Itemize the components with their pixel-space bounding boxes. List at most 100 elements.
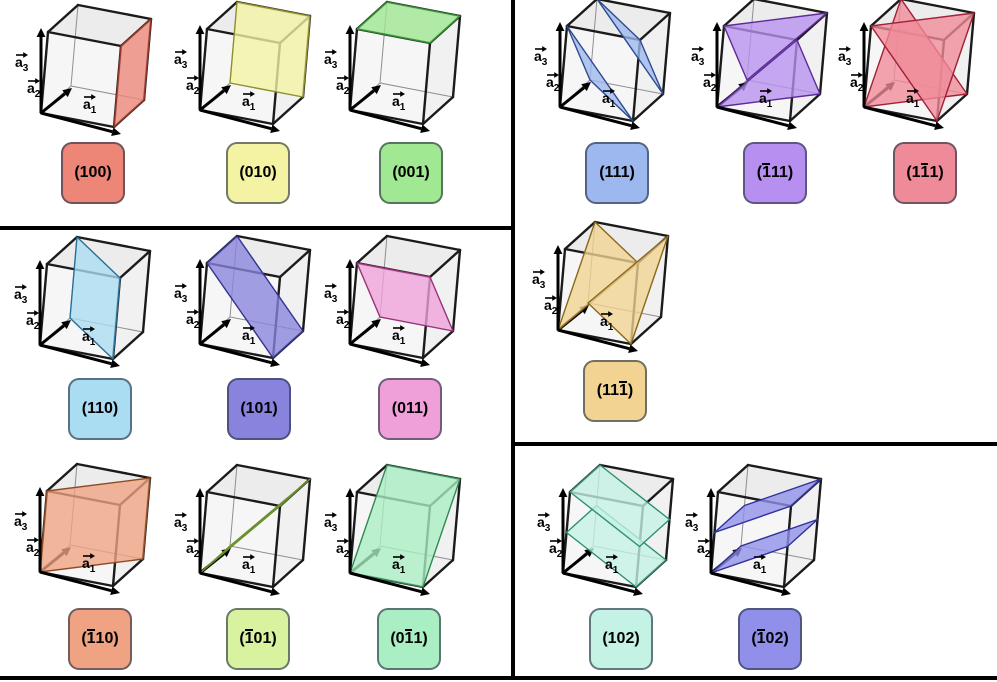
svg-text:a3: a3 xyxy=(838,48,852,68)
svg-text:a2: a2 xyxy=(850,74,864,94)
lattice-plane--111 xyxy=(723,12,828,81)
a3-axis-label: a3 xyxy=(324,49,338,71)
miller-label-11-1: (111) xyxy=(583,360,647,422)
a2-axis-label: a2 xyxy=(186,538,200,560)
a2-axis-label: a2 xyxy=(336,75,350,97)
svg-text:a2: a2 xyxy=(697,540,711,560)
miller-text: (102) xyxy=(751,629,789,647)
lattice-plane--102 xyxy=(713,478,822,534)
a3-axis-label: a3 xyxy=(174,49,188,71)
miller-text: (011) xyxy=(391,400,429,417)
a2-axis-label: a2 xyxy=(26,310,40,332)
lattice-plane--110 xyxy=(39,477,151,573)
lattice-plane-010 xyxy=(229,1,311,98)
lattice-plane-001 xyxy=(356,1,461,44)
miller-text: (101) xyxy=(240,400,278,417)
miller-label--111: (111) xyxy=(743,142,807,204)
miller-label-110: (110) xyxy=(68,378,132,440)
a2-axis-label: a2 xyxy=(186,75,200,97)
divider-vertical xyxy=(511,0,515,680)
lattice-plane-111 xyxy=(596,0,664,95)
svg-text:a3: a3 xyxy=(691,48,705,68)
miller-label-010: (010) xyxy=(226,142,290,204)
a2-axis-label: a2 xyxy=(336,538,350,560)
miller-text: (100) xyxy=(74,164,112,181)
a3-axis-label: a3 xyxy=(324,512,338,534)
miller-label-0-11: (011) xyxy=(377,608,441,670)
divider-right-horizontal xyxy=(511,442,997,446)
svg-text:a2: a2 xyxy=(549,540,563,560)
miller-text: (001) xyxy=(392,164,430,181)
svg-text:a3: a3 xyxy=(534,48,548,68)
a3-axis-label: a3 xyxy=(324,283,338,305)
miller-text: (111) xyxy=(596,381,634,399)
a3-axis-label: a3 xyxy=(14,284,28,306)
miller-text: (101) xyxy=(239,629,277,647)
miller-label-011: (011) xyxy=(378,378,442,440)
svg-text:a3: a3 xyxy=(532,271,546,291)
a2-axis-label: a2 xyxy=(703,72,717,94)
svg-text:a3: a3 xyxy=(174,285,188,305)
svg-text:a2: a2 xyxy=(703,74,717,94)
svg-text:a3: a3 xyxy=(324,285,338,305)
a3-axis-label: a3 xyxy=(838,46,852,68)
a3-axis-label: a3 xyxy=(534,46,548,68)
lattice-plane-0-11 xyxy=(349,464,461,588)
a2-axis-label: a2 xyxy=(544,295,558,317)
lattice-plane-111 xyxy=(566,25,634,122)
lattice-plane-110 xyxy=(69,236,121,360)
miller-label-1-11: (111) xyxy=(893,142,957,204)
miller-text: (110) xyxy=(81,400,119,417)
svg-text:a3: a3 xyxy=(14,286,28,306)
a3-axis-label: a3 xyxy=(691,46,705,68)
miller-text: (102) xyxy=(602,630,640,647)
svg-text:a2: a2 xyxy=(336,311,350,331)
a3-axis-label: a3 xyxy=(537,512,551,534)
svg-text:a2: a2 xyxy=(26,312,40,332)
svg-text:a3: a3 xyxy=(324,51,338,71)
a2-axis-label: a2 xyxy=(336,309,350,331)
a3-axis-label: a3 xyxy=(14,511,28,533)
divider-left-horizontal xyxy=(0,226,515,230)
a2-axis-label: a2 xyxy=(27,78,41,100)
lattice-plane-102 xyxy=(569,464,671,548)
miller-label-102: (102) xyxy=(589,608,653,670)
miller-label--110: (110) xyxy=(68,608,132,670)
a2-axis-label: a2 xyxy=(549,538,563,560)
svg-text:a2: a2 xyxy=(336,540,350,560)
svg-text:a3: a3 xyxy=(174,514,188,534)
miller-label-100: (100) xyxy=(61,142,125,204)
a3-axis-label: a3 xyxy=(174,283,188,305)
miller-label-101: (101) xyxy=(227,378,291,440)
miller-label-001: (001) xyxy=(379,142,443,204)
a2-axis-label: a2 xyxy=(546,72,560,94)
miller-text: (111) xyxy=(599,164,635,181)
a2-axis-label: a2 xyxy=(850,72,864,94)
svg-text:a3: a3 xyxy=(537,514,551,534)
svg-text:a2: a2 xyxy=(186,77,200,97)
lattice-plane-11-1 xyxy=(587,235,669,345)
lattice-plane--101 xyxy=(199,478,311,574)
svg-text:a2: a2 xyxy=(546,74,560,94)
svg-text:a2: a2 xyxy=(336,77,350,97)
svg-text:a2: a2 xyxy=(186,311,200,331)
miller-text: (111) xyxy=(756,163,794,181)
svg-text:a3: a3 xyxy=(15,54,29,74)
svg-text:a3: a3 xyxy=(685,514,699,534)
svg-text:a3: a3 xyxy=(174,51,188,71)
svg-text:a3: a3 xyxy=(324,514,338,534)
a2-axis-label: a2 xyxy=(186,309,200,331)
lattice-plane-101 xyxy=(206,235,304,359)
